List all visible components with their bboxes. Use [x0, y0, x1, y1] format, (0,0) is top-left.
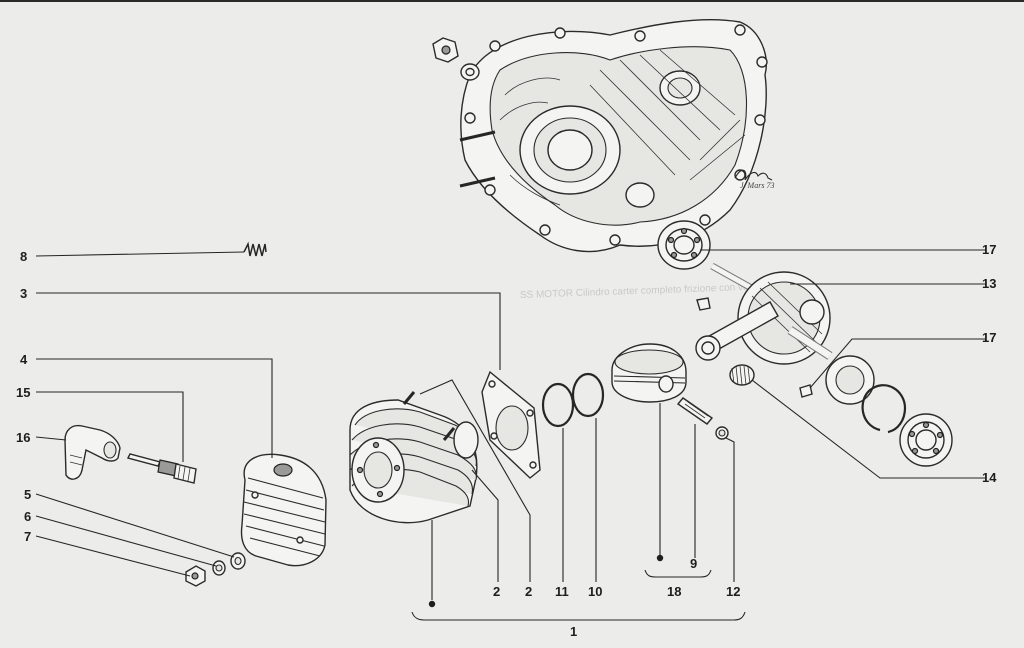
head-washer — [230, 552, 246, 570]
woodruff-key-lower — [799, 384, 813, 398]
crankcase-washer — [460, 63, 480, 81]
artist-signature: J. Mars 73 — [734, 169, 774, 190]
callout-3: 3 — [20, 286, 27, 301]
crankcase-studs — [459, 130, 496, 188]
callout-9: 9 — [690, 556, 697, 571]
callout-13: 13 — [982, 276, 996, 291]
callout-18: 18 — [667, 584, 681, 599]
callout-12: 12 — [726, 584, 740, 599]
spring — [243, 241, 267, 257]
callout-11: 11 — [555, 584, 569, 599]
callout-6: 6 — [24, 509, 31, 524]
callout-2-left: 2 — [493, 584, 500, 599]
callout-17-upper: 17 — [982, 242, 996, 257]
callout-15: 15 — [16, 385, 30, 400]
circlip — [861, 384, 907, 434]
callout-10: 10 — [588, 584, 602, 599]
cylinder-gasket — [481, 370, 541, 479]
crankshaft — [695, 262, 833, 365]
spark-plug-cap — [64, 424, 121, 480]
piston — [611, 343, 687, 403]
crankcase-bolt — [432, 37, 459, 63]
callout-1: 1 — [570, 624, 577, 639]
callout-labels: 8 3 4 15 16 5 6 7 2 2 11 10 9 18 12 1 17… — [16, 242, 997, 639]
needle-bearing — [729, 364, 755, 386]
head-lock-washer — [212, 560, 226, 576]
crankcase-bolt-holes — [464, 24, 768, 246]
callout-17-lower: 17 — [982, 330, 996, 345]
artist-signature-text: J. Mars 73 — [740, 181, 774, 190]
spark-plug — [126, 453, 197, 484]
cylinder — [349, 391, 479, 524]
woodruff-key-top — [696, 297, 711, 311]
head-nut — [185, 565, 206, 587]
crankcase — [459, 18, 768, 253]
leader-lines — [35, 249, 986, 621]
callout-7: 7 — [24, 529, 31, 544]
pin-circlip — [715, 426, 729, 440]
piston-ring-upper — [541, 382, 575, 428]
piston-pin — [676, 397, 714, 425]
leader-dots — [428, 554, 664, 608]
callout-2-right: 2 — [525, 584, 532, 599]
main-bearing-top — [657, 220, 711, 270]
callout-4: 4 — [20, 352, 28, 367]
main-bearing-lower — [899, 413, 953, 467]
callout-8: 8 — [20, 249, 27, 264]
callout-14: 14 — [982, 470, 997, 485]
piston-ring-lower — [571, 372, 605, 418]
callout-16: 16 — [16, 430, 30, 445]
callout-5: 5 — [24, 487, 31, 502]
oil-seal — [825, 355, 875, 405]
cylinder-head — [240, 453, 327, 567]
